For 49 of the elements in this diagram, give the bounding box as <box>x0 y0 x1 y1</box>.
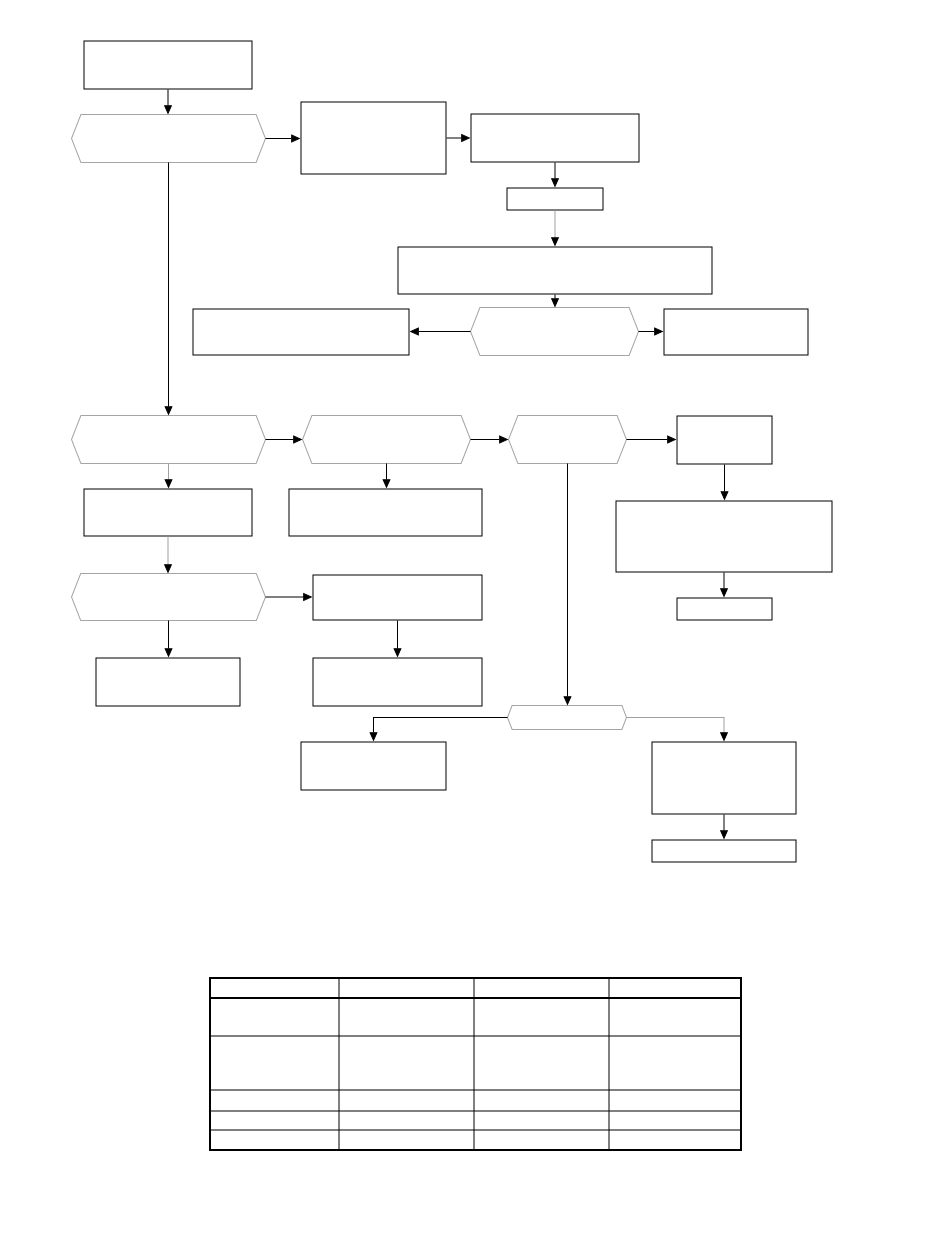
process-box <box>663 308 809 356</box>
process-box <box>470 113 640 163</box>
arrow <box>563 463 572 705</box>
arrow <box>265 435 302 444</box>
arrow <box>393 620 402 657</box>
arrow <box>626 717 728 741</box>
process-box <box>676 415 773 465</box>
arrow <box>164 463 173 488</box>
process-box <box>651 839 797 863</box>
process-box <box>300 101 447 175</box>
process-box <box>192 308 410 356</box>
arrow <box>551 294 559 307</box>
decision-hexagon <box>507 705 627 730</box>
arrow <box>551 162 559 187</box>
arrow <box>638 327 663 336</box>
arrow <box>265 593 312 601</box>
arrow <box>369 717 508 741</box>
decision-hexagon <box>508 415 627 464</box>
process-box <box>506 187 604 211</box>
arrow <box>551 210 559 246</box>
arrow <box>720 464 729 500</box>
arrow <box>446 134 470 142</box>
arrow <box>164 620 173 657</box>
process-box <box>397 246 713 295</box>
process-box <box>288 488 483 537</box>
decision-hexagon <box>470 307 639 356</box>
process-box <box>651 741 797 815</box>
decision-hexagon <box>71 415 266 464</box>
arrow <box>265 134 300 143</box>
process-box <box>312 574 483 621</box>
process-box <box>95 657 241 707</box>
arrow <box>720 814 728 839</box>
arrow <box>164 536 172 573</box>
process-box <box>615 500 833 573</box>
decision-hexagon <box>302 415 471 464</box>
process-box <box>676 597 773 621</box>
arrow <box>720 572 728 597</box>
decision-hexagon <box>71 573 266 621</box>
arrow <box>382 463 391 488</box>
process-box <box>83 488 253 537</box>
arrow <box>470 435 508 444</box>
arrow <box>164 162 173 415</box>
decision-hexagon <box>71 114 266 163</box>
process-box <box>312 657 483 707</box>
process-box <box>300 741 447 791</box>
arrow <box>410 327 471 336</box>
arrow <box>626 435 676 444</box>
arrow <box>164 89 172 114</box>
process-box <box>83 40 253 90</box>
